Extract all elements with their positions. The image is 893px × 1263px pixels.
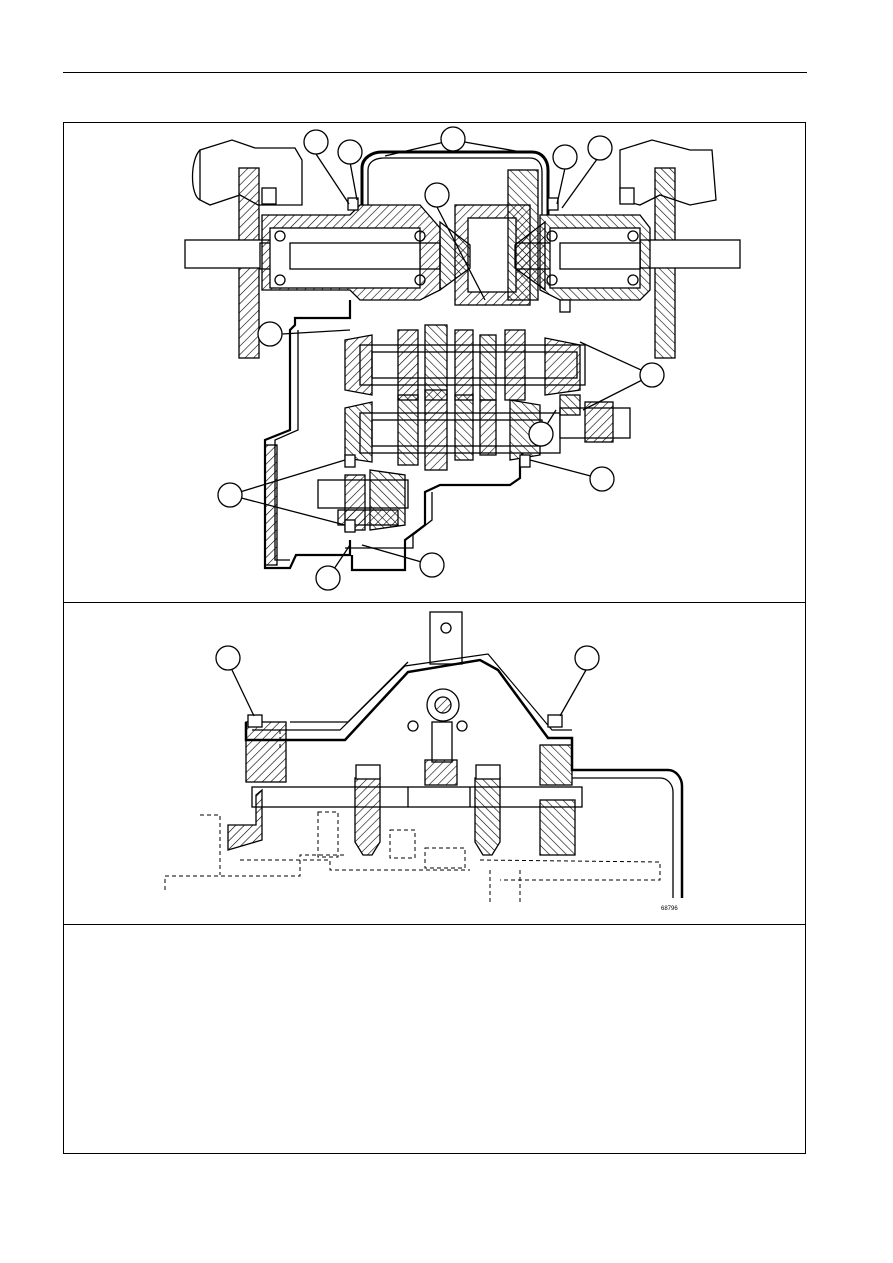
callout-circle	[552, 144, 578, 170]
top-section-view	[184, 139, 741, 572]
callout-circle	[440, 126, 466, 152]
callouts-middle	[215, 645, 600, 717]
callout-circle	[419, 552, 445, 578]
callout-circle	[574, 645, 600, 671]
callout-circle	[257, 321, 283, 347]
callout-circle	[528, 421, 554, 447]
callout-circle	[215, 645, 241, 671]
header-rule	[63, 72, 807, 73]
selector-section-view	[164, 611, 684, 903]
callout-circle	[587, 135, 613, 161]
panel-divider-bottom	[63, 924, 806, 925]
callout-circle	[424, 182, 450, 208]
text-panel	[70, 932, 800, 1147]
callout-circle	[639, 362, 665, 388]
callout-circle	[589, 466, 615, 492]
figure-frame	[63, 122, 806, 1154]
callout-circle	[315, 565, 341, 591]
panel-divider-top	[63, 602, 806, 603]
callout-circle	[337, 139, 363, 165]
figure-code: 68796	[661, 906, 678, 912]
callouts-top	[217, 126, 665, 591]
callout-circle	[303, 129, 329, 155]
callout-circle	[217, 482, 243, 508]
